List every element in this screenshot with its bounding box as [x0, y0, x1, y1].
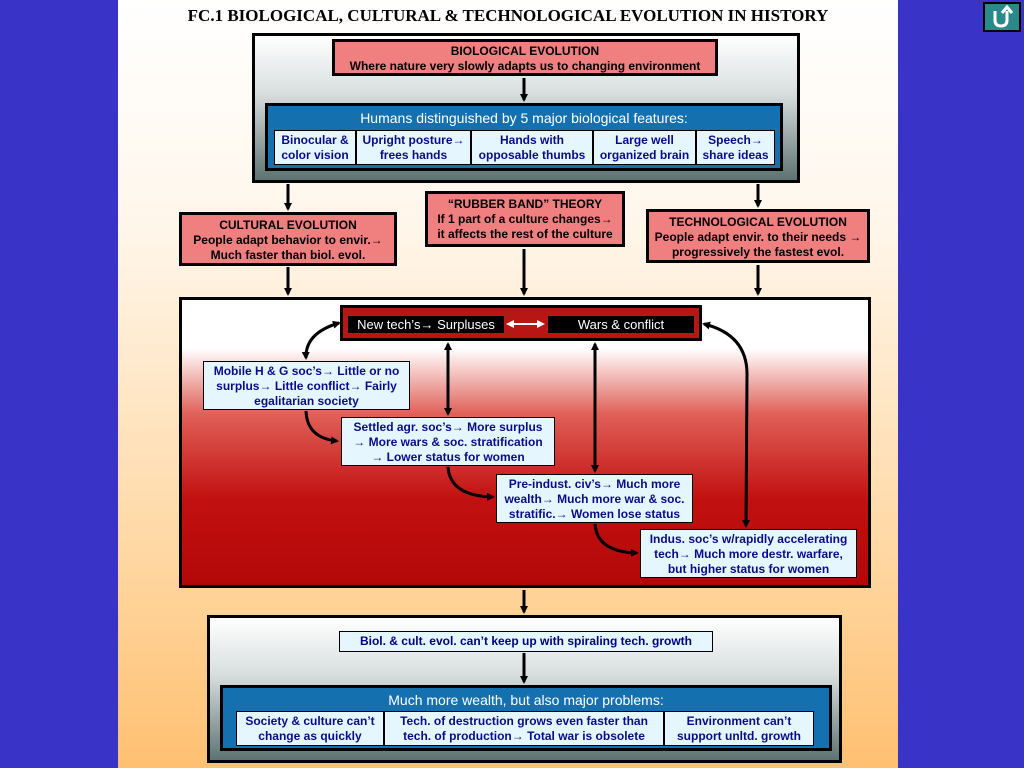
rubber-line2: it affects the rest of the culture [437, 227, 613, 241]
spiraling-growth-box: Biol. & cult. evol. can’t keep up with s… [339, 631, 713, 652]
cultural-line2: Much faster than biol. evol. [210, 248, 366, 262]
feature-cell: Speech→share ideas [696, 130, 775, 165]
rubber-line1: If 1 part of a culture changes→ [437, 212, 613, 226]
tech-line1: People adapt envir. to their needs → [654, 230, 862, 244]
tech-heading: TECHNOLOGICAL EVOLUTION [669, 215, 847, 229]
wars-label: Wars & conflict [548, 316, 694, 333]
page-title: FC.1 BIOLOGICAL, CULTURAL & TECHNOLOGICA… [187, 6, 829, 25]
biological-evolution-box: BIOLOGICAL EVOLUTION Where nature very s… [332, 39, 718, 76]
cultural-evolution-box: CULTURAL EVOLUTION People adapt behavior… [179, 212, 397, 266]
tech-line2: progressively the fastest evol. [671, 245, 845, 259]
features-title: Humans distinguished by 5 major biologic… [360, 110, 688, 126]
rubber-heading: “RUBBER BAND” THEORY [447, 197, 603, 211]
return-button[interactable] [983, 2, 1021, 32]
technological-evolution-box: TECHNOLOGICAL EVOLUTION People adapt env… [646, 209, 870, 263]
feature-cell: Upright posture→frees hands [356, 130, 471, 165]
biological-heading: BIOLOGICAL EVOLUTION [450, 44, 600, 58]
biological-desc: Where nature very slowly adapts us to ch… [349, 59, 701, 73]
rubber-band-theory-box: “RUBBER BAND” THEORY If 1 part of a cult… [425, 191, 625, 247]
problems-title: Much more wealth, but also major problem… [388, 692, 664, 708]
cultural-line1: People adapt behavior to envir.→ [193, 233, 383, 247]
feature-cell: Binocular &color vision [274, 130, 356, 165]
u-turn-arrow-icon [993, 5, 1014, 28]
problem-cell: Tech. of destruction grows even faster t… [384, 711, 664, 746]
cultural-heading: CULTURAL EVOLUTION [219, 218, 357, 232]
surpluses-label: New tech’s→ Surpluses [348, 316, 504, 333]
stage-box-agricultural: Settled agr. soc’s→ More surplus→ More w… [341, 417, 555, 466]
